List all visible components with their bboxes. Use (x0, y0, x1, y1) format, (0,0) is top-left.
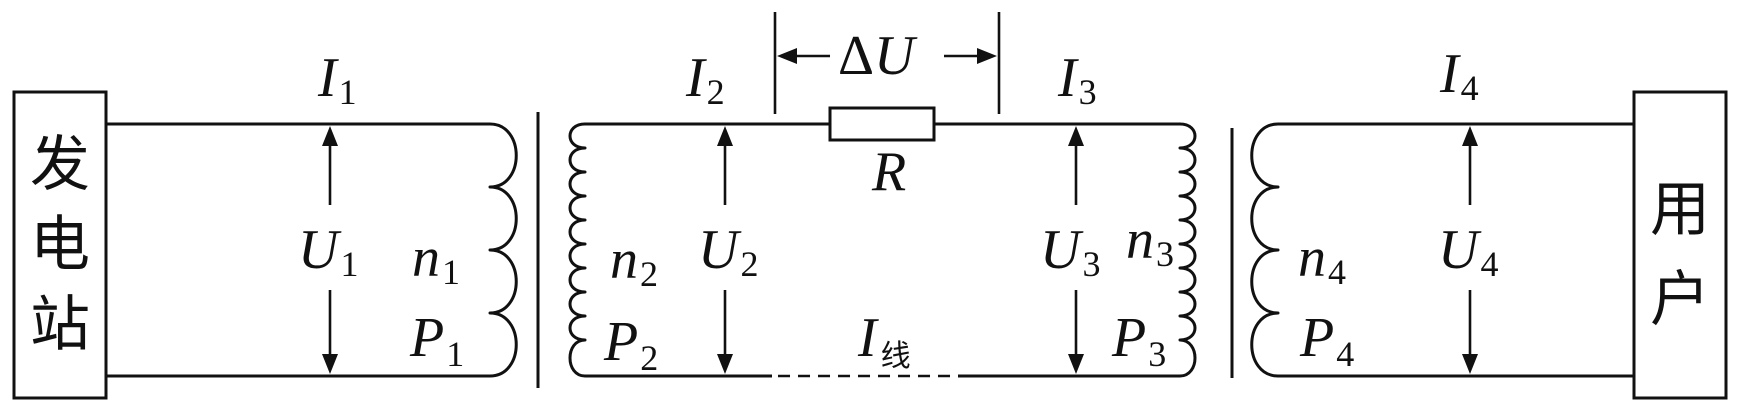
label-p2: P2 (603, 311, 658, 378)
label-n2: n2 (610, 229, 658, 294)
voltage-arrow-u3 (1068, 126, 1084, 374)
transformer2-primary-coil (1178, 122, 1197, 378)
label-u1: U1 (298, 219, 358, 284)
delta-u-marker (773, 12, 1001, 114)
user-char-2: 户 (1650, 265, 1710, 335)
label-p4: P4 (1299, 307, 1354, 374)
resistor (828, 106, 936, 142)
label-u4: U4 (1438, 219, 1498, 284)
transformer1-secondary-coil (568, 122, 587, 378)
label-i4: I4 (1439, 43, 1479, 108)
voltage-arrow-u1 (322, 126, 338, 374)
voltage-arrow-u4 (1462, 126, 1478, 374)
voltage-arrow-u2 (717, 126, 733, 374)
user-char-1: 用 (1650, 175, 1710, 245)
user-box: 用 户 (1632, 90, 1728, 400)
label-i2: I2 (685, 47, 725, 112)
label-i1: I1 (317, 47, 357, 112)
transformer2-secondary-coil (1250, 122, 1280, 378)
label-r: R (871, 141, 906, 203)
label-n3: n3 (1126, 209, 1174, 274)
station-char-3: 站 (30, 290, 90, 360)
station-char-1: 发 (30, 130, 90, 200)
transformer1-primary-coil (488, 122, 518, 378)
label-p1: P1 (409, 307, 464, 374)
label-u3: U3 (1040, 219, 1100, 284)
delta-u-label: ΔU (838, 25, 918, 87)
label-n4: n4 (1298, 227, 1346, 292)
label-i3: I3 (1057, 47, 1097, 112)
label-u2: U2 (698, 219, 758, 284)
station-char-2: 电 (30, 210, 90, 280)
label-n1: n1 (412, 227, 460, 292)
label-p3: P3 (1111, 307, 1166, 374)
power-station-box: 发 电 站 (12, 90, 108, 400)
